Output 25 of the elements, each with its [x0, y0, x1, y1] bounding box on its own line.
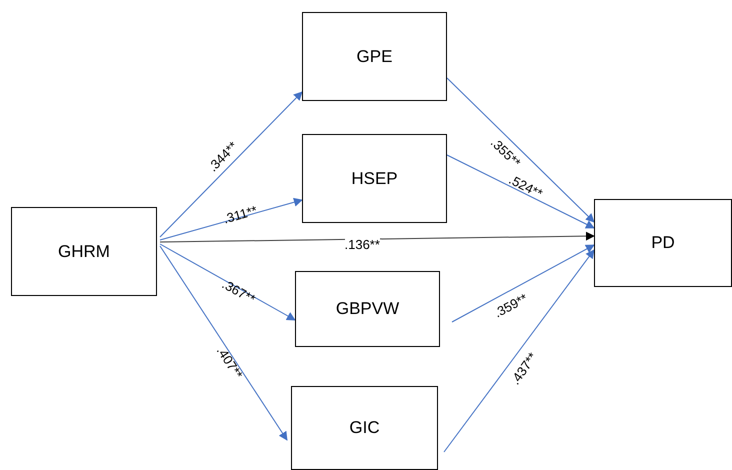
edge-label: .524**	[506, 172, 544, 200]
arrow	[446, 78, 595, 223]
variable-box	[11, 207, 157, 296]
variable-box	[302, 134, 447, 223]
variable-box	[594, 199, 732, 287]
edge-label: .367**	[220, 276, 257, 306]
variable-box	[302, 12, 447, 101]
variable-box	[291, 386, 438, 470]
arrow	[160, 232, 595, 242]
edge-label: .311**	[222, 203, 259, 225]
variable-name: PD	[651, 233, 675, 253]
edge-label: .136**	[344, 238, 380, 250]
variable-name: GPE	[356, 46, 392, 66]
variable-name: HSEP	[351, 168, 398, 188]
variable-name: GBPVW	[336, 299, 400, 319]
arrow	[160, 91, 303, 238]
arrow	[446, 154, 595, 228]
arrow	[160, 244, 296, 320]
arrow	[160, 198, 303, 240]
arrow	[444, 249, 595, 452]
arrow	[160, 246, 288, 441]
variable-name: GHRM	[58, 242, 110, 262]
variable-name: GIC	[349, 418, 380, 438]
arrow	[452, 244, 595, 322]
variable-box	[295, 271, 440, 347]
